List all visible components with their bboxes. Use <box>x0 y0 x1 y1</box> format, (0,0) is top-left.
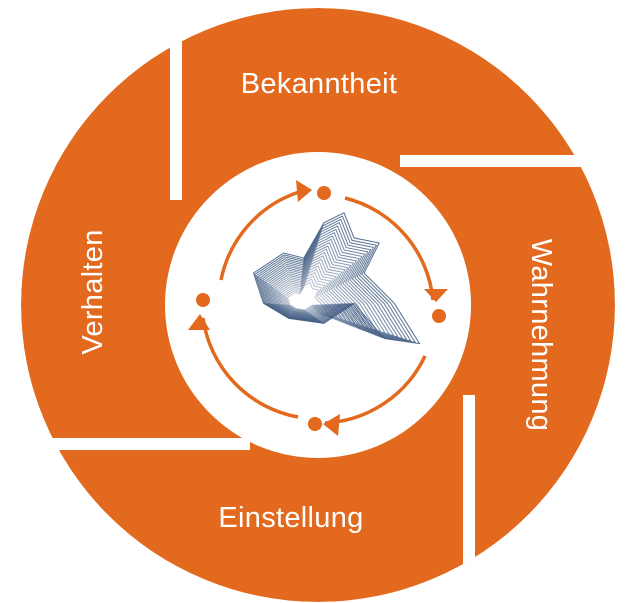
arrowhead-right <box>424 289 448 302</box>
dot-right <box>432 309 446 323</box>
arrowhead-top <box>296 180 312 202</box>
arrow-heads <box>188 180 448 436</box>
segment-label-wahrnehmung: Wahrnehmung <box>525 239 557 431</box>
gap-right <box>400 155 615 167</box>
gap-top <box>170 8 182 200</box>
logo-contour-line <box>283 275 339 319</box>
arrow-dots <box>196 186 446 431</box>
wireframe-fingerprint-logo-icon <box>230 212 421 385</box>
arrowhead-bottom <box>323 414 340 436</box>
dot-top <box>317 186 331 200</box>
logo-contour-line <box>273 255 365 327</box>
dot-bottom <box>308 417 322 431</box>
arrowhead-left <box>188 314 210 330</box>
arc-arrow-bottom-left <box>201 317 299 419</box>
segment-label-bekanntheit: Bekanntheit <box>241 68 397 100</box>
logo-contour-line <box>282 271 343 320</box>
segment-label-verhalten: Verhalten <box>77 229 109 354</box>
logo-contour-line <box>257 222 408 341</box>
arc-arrow-bottom-right <box>324 355 427 425</box>
logo-contour-line <box>262 232 395 337</box>
cycle-arrows <box>201 190 435 425</box>
dot-left <box>196 293 210 307</box>
arc-arrow-top-right <box>344 196 435 301</box>
logo-contour-line <box>254 215 417 343</box>
logo-contour-line <box>286 281 330 316</box>
segment-label-einstellung: Einstellung <box>218 502 363 534</box>
arc-arrow-top-left <box>219 190 300 281</box>
logo-contour-line <box>269 245 378 331</box>
logo-contour-line <box>272 251 369 328</box>
logo-contour-line <box>252 212 421 345</box>
logo-contour-line <box>265 238 386 334</box>
gap-left <box>21 438 250 450</box>
logo-contour-line <box>285 278 335 318</box>
gap-bottom <box>463 395 475 602</box>
logo-contour-line <box>277 261 356 324</box>
logo-contour-line <box>280 268 347 322</box>
logo-contour-line <box>261 228 399 338</box>
